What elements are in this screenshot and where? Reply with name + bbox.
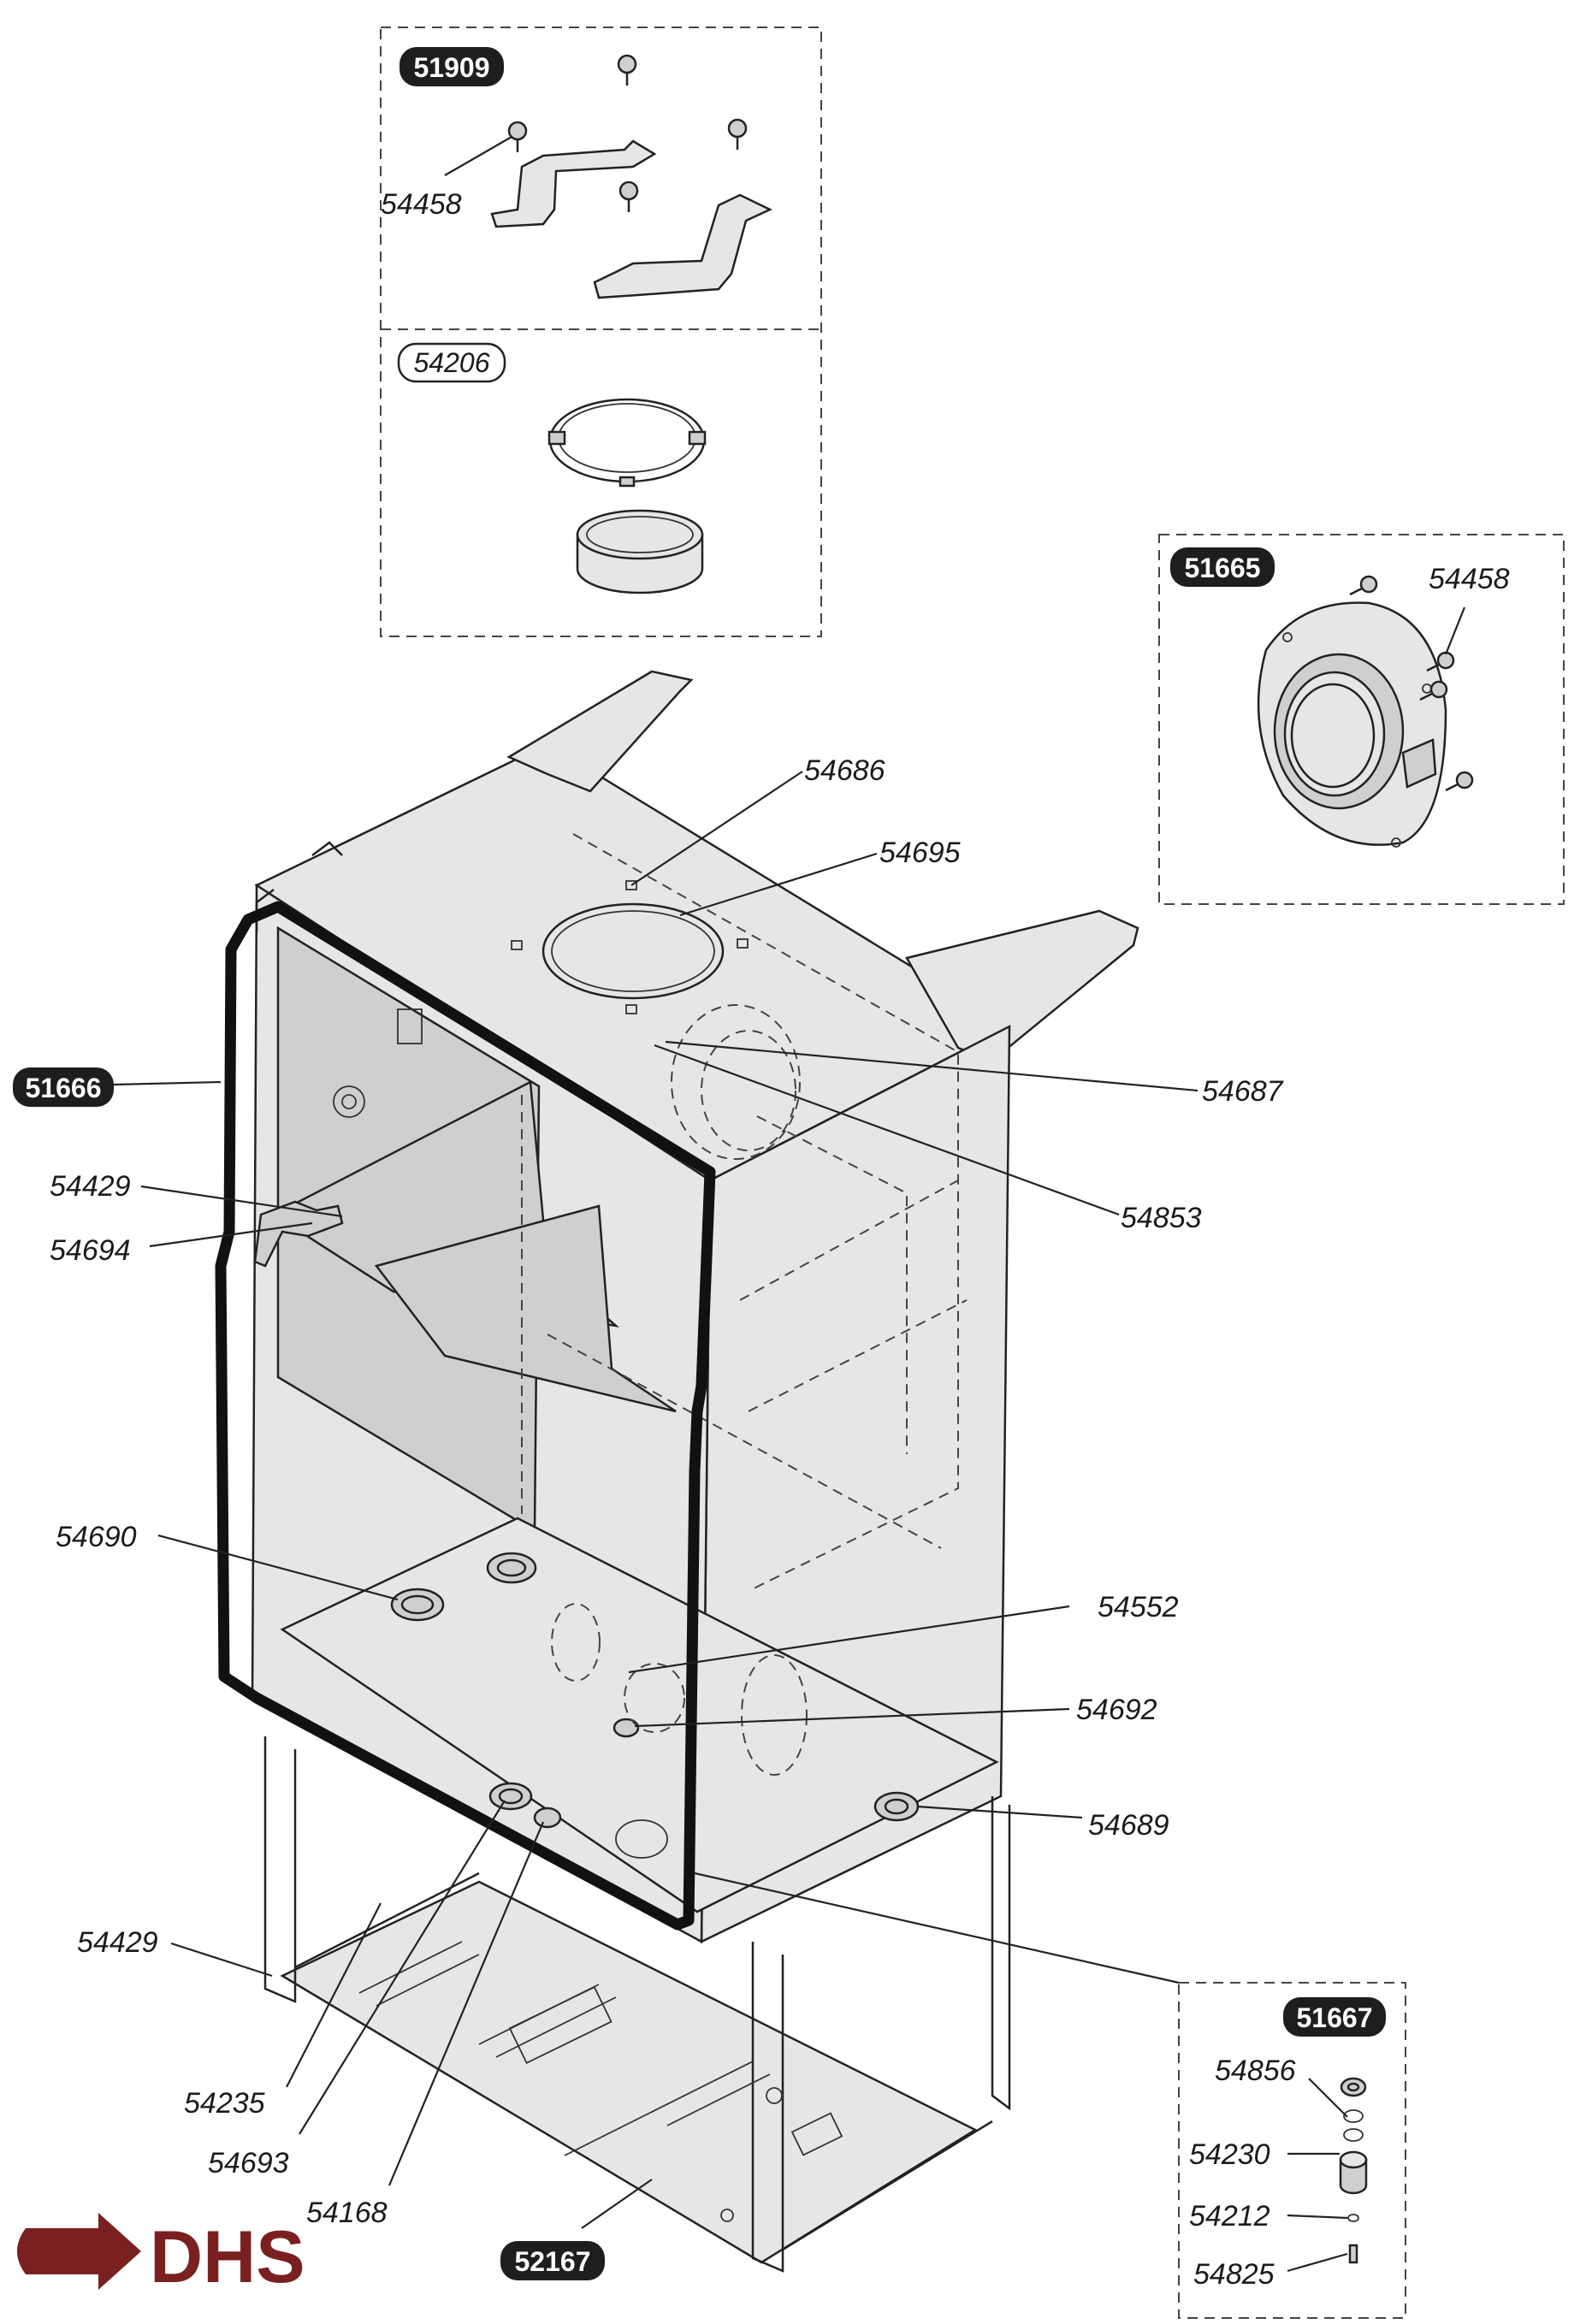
label-54690: 54690 — [56, 1521, 399, 1601]
flue-adaptor-plate — [1257, 601, 1447, 848]
label-54687: 54687 — [665, 1040, 1284, 1108]
badge-54206: 54206 — [397, 342, 506, 383]
grommet-54690 — [390, 1588, 445, 1622]
svg-text:51666: 51666 — [26, 1073, 102, 1103]
grommet-top-floor — [486, 1552, 537, 1584]
svg-text:54687: 54687 — [1202, 1075, 1284, 1108]
svg-text:54429: 54429 — [77, 1926, 158, 1959]
clip-54694 — [253, 1200, 344, 1268]
svg-text:54689: 54689 — [1088, 1809, 1169, 1842]
svg-text:54230: 54230 — [1189, 2138, 1270, 2171]
label-54168: 54168 — [306, 1821, 545, 2229]
screw-set-kit-51909 — [507, 54, 748, 212]
kit-box-51909 — [380, 27, 822, 637]
svg-text:54690: 54690 — [56, 1521, 137, 1553]
svg-text:51909: 51909 — [414, 52, 490, 83]
svg-text:54693: 54693 — [208, 2147, 289, 2179]
svg-text:54692: 54692 — [1076, 1694, 1157, 1726]
washer-54212: 54212 — [1189, 2200, 1359, 2232]
label-54429-upper: 54429 — [50, 1170, 343, 1218]
svg-text:54458: 54458 — [1429, 563, 1510, 595]
badge-51665: 51665 — [1170, 547, 1275, 587]
label-54689: 54689 — [916, 1805, 1169, 1842]
grommet-54689 — [873, 1791, 920, 1822]
label-54692: 54692 — [634, 1694, 1157, 1728]
svg-text:54856: 54856 — [1215, 2055, 1296, 2087]
svg-text:54694: 54694 — [50, 1234, 131, 1267]
label-54695: 54695 — [679, 837, 961, 917]
svg-text:54212: 54212 — [1189, 2200, 1270, 2232]
badge-51667: 51667 — [1283, 1997, 1386, 2037]
label-54694: 54694 — [50, 1221, 313, 1267]
boiler-casing — [251, 670, 1139, 1944]
label-54458-right: 54458 — [1429, 563, 1510, 655]
grommet-54168 — [533, 1807, 562, 1829]
svg-text:54686: 54686 — [804, 754, 885, 787]
badge-52167: 52167 — [500, 2179, 653, 2280]
svg-text:51665: 51665 — [1185, 553, 1261, 583]
dhs-logo-arrow-icon — [26, 2213, 141, 2290]
svg-text:54695: 54695 — [879, 837, 961, 869]
svg-text:51667: 51667 — [1297, 2002, 1373, 2033]
label-54552: 54552 — [628, 1591, 1179, 1674]
label-54693: 54693 — [208, 1800, 506, 2179]
mounting-bracket-pair — [490, 139, 772, 299]
svg-text:54235: 54235 — [184, 2087, 265, 2120]
dhs-logo: DHS — [17, 2213, 305, 2298]
svg-text:52167: 52167 — [515, 2246, 591, 2277]
screw-set-kit-51665 — [1349, 575, 1474, 792]
flue-sleeve — [576, 509, 704, 594]
kit-box-51667 — [694, 1872, 1406, 2319]
svg-text:54552: 54552 — [1098, 1591, 1179, 1623]
kit-box-51665 — [1158, 534, 1565, 905]
badge-51909: 51909 — [399, 47, 504, 86]
svg-text:54429: 54429 — [50, 1170, 131, 1203]
hidden-pipe-fittings — [551, 1603, 808, 1859]
drain-fitting-54230: 54230 — [1189, 2138, 1368, 2195]
label-54686: 54686 — [630, 754, 885, 886]
svg-text:DHS: DHS — [150, 2216, 305, 2298]
badge-51666: 51666 — [13, 1067, 222, 1107]
label-54429-lower: 54429 — [77, 1926, 273, 1978]
svg-text:54853: 54853 — [1121, 1202, 1202, 1234]
grommet-54693 — [488, 1782, 533, 1811]
label-54458-top: 54458 — [381, 136, 512, 221]
label-54853: 54853 — [654, 1044, 1202, 1234]
grommet-54692 — [613, 1718, 640, 1738]
svg-text:54168: 54168 — [306, 2197, 388, 2229]
base-frame — [263, 1736, 1011, 2273]
flue-ring-clip — [547, 398, 707, 488]
case-seal-gasket — [215, 901, 716, 1931]
drain-nut-54856: 54856 — [1215, 2055, 1367, 2142]
screw-54825: 54825 — [1193, 2244, 1358, 2291]
svg-text:54206: 54206 — [414, 347, 490, 378]
svg-text:54458: 54458 — [381, 188, 462, 221]
svg-text:54825: 54825 — [1193, 2258, 1275, 2291]
label-54235: 54235 — [184, 1902, 382, 2120]
